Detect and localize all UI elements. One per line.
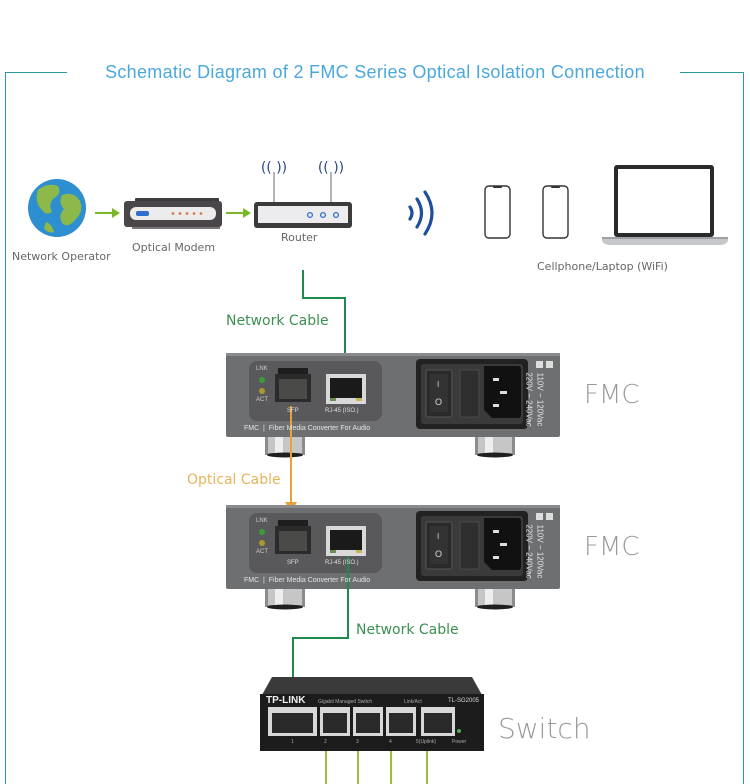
- fmc1-footer: FMC | Fiber Media Converter For Audio: [244, 425, 371, 432]
- fmc2-label: FMC: [584, 532, 640, 562]
- fmc-unit-1: [226, 353, 560, 458]
- fmc1-led-act-label: ACT: [256, 397, 268, 403]
- switch-port-5-label: 5(Uplink): [416, 739, 437, 745]
- fmc1-power-switch-off: O: [435, 397, 443, 407]
- fmc2-sfp-label: SFP: [287, 560, 299, 566]
- fmc2-led-link-label: LNK: [256, 518, 268, 524]
- frame-right: [743, 72, 744, 784]
- router-icon: (( )) (( )): [254, 160, 352, 228]
- globe-icon: [28, 179, 86, 237]
- svg-text:(( )): (( )): [318, 160, 344, 176]
- fmc1-rj45-label: RJ-45 (ISO.): [325, 408, 359, 414]
- switch-model: TL-SG2005: [448, 698, 480, 704]
- diagram-title: Schematic Diagram of 2 FMC Series Optica…: [0, 62, 750, 83]
- optical-cable-label: Optical Cable: [187, 472, 281, 488]
- fmc1-led-link-label: LNK: [256, 366, 268, 372]
- frame-left: [5, 72, 6, 784]
- fmc2-footer: FMC | Fiber Media Converter For Audio: [244, 577, 371, 584]
- fmc2-voltage-2: 220V ~ 240Vac: [524, 524, 534, 579]
- router-label: Router: [281, 231, 318, 244]
- fmc1-sfp-label: SFP: [287, 408, 299, 414]
- laptop-icon: [602, 165, 728, 245]
- svg-text:(( )): (( )): [261, 160, 287, 176]
- switch-device: [260, 677, 484, 751]
- network-cable-2-label: Network Cable: [356, 622, 459, 638]
- fmc2-power-switch-on: I: [437, 532, 440, 541]
- switch-subtitle: Gigabit Managed Switch: [318, 699, 373, 705]
- optical-modem-label: Optical Modem: [132, 241, 216, 254]
- fmc2-voltage-1: 110V ~ 120Vac: [535, 524, 545, 579]
- switch-port-2-label: 2: [324, 739, 327, 745]
- flow-arrow-1: [95, 208, 120, 218]
- switch-downlinks: [325, 751, 428, 784]
- cellphone-icon-2: [542, 185, 569, 239]
- switch-port-3-label: 3: [356, 739, 359, 745]
- clients-label: Cellphone/Laptop (WiFi): [537, 260, 668, 273]
- fmc2-power-switch-off: O: [435, 549, 443, 559]
- frame-top-left: [5, 72, 67, 73]
- fmc1-power-switch-on: I: [437, 380, 440, 389]
- fmc2-led-act-label: ACT: [256, 549, 268, 555]
- flow-arrow-2: [226, 208, 251, 218]
- network-operator-label: Network Operator: [12, 250, 111, 263]
- cellphone-icon-1: [484, 185, 511, 239]
- switch-brand: TP-LINK: [266, 695, 306, 706]
- frame-top-right: [680, 72, 744, 73]
- switch-link-act: Link/Act: [404, 699, 422, 705]
- switch-power-label: Power: [452, 739, 467, 745]
- fmc2-rj45-label: RJ-45 (ISO.): [325, 560, 359, 566]
- wifi-signal-icon: [408, 190, 434, 236]
- fmc1-voltage-2: 220V ~ 240Vac: [524, 372, 534, 427]
- fmc1-label: FMC: [584, 380, 640, 410]
- switch-port-1-label: 1: [291, 739, 294, 745]
- optical-modem-icon: [124, 198, 222, 229]
- network-cable-1-label: Network Cable: [226, 313, 329, 329]
- fmc-unit-2: [226, 505, 560, 610]
- fmc1-voltage-1: 110V ~ 120Vac: [535, 372, 545, 427]
- switch-label: Switch: [498, 712, 591, 745]
- switch-port-4-label: 4: [389, 739, 392, 745]
